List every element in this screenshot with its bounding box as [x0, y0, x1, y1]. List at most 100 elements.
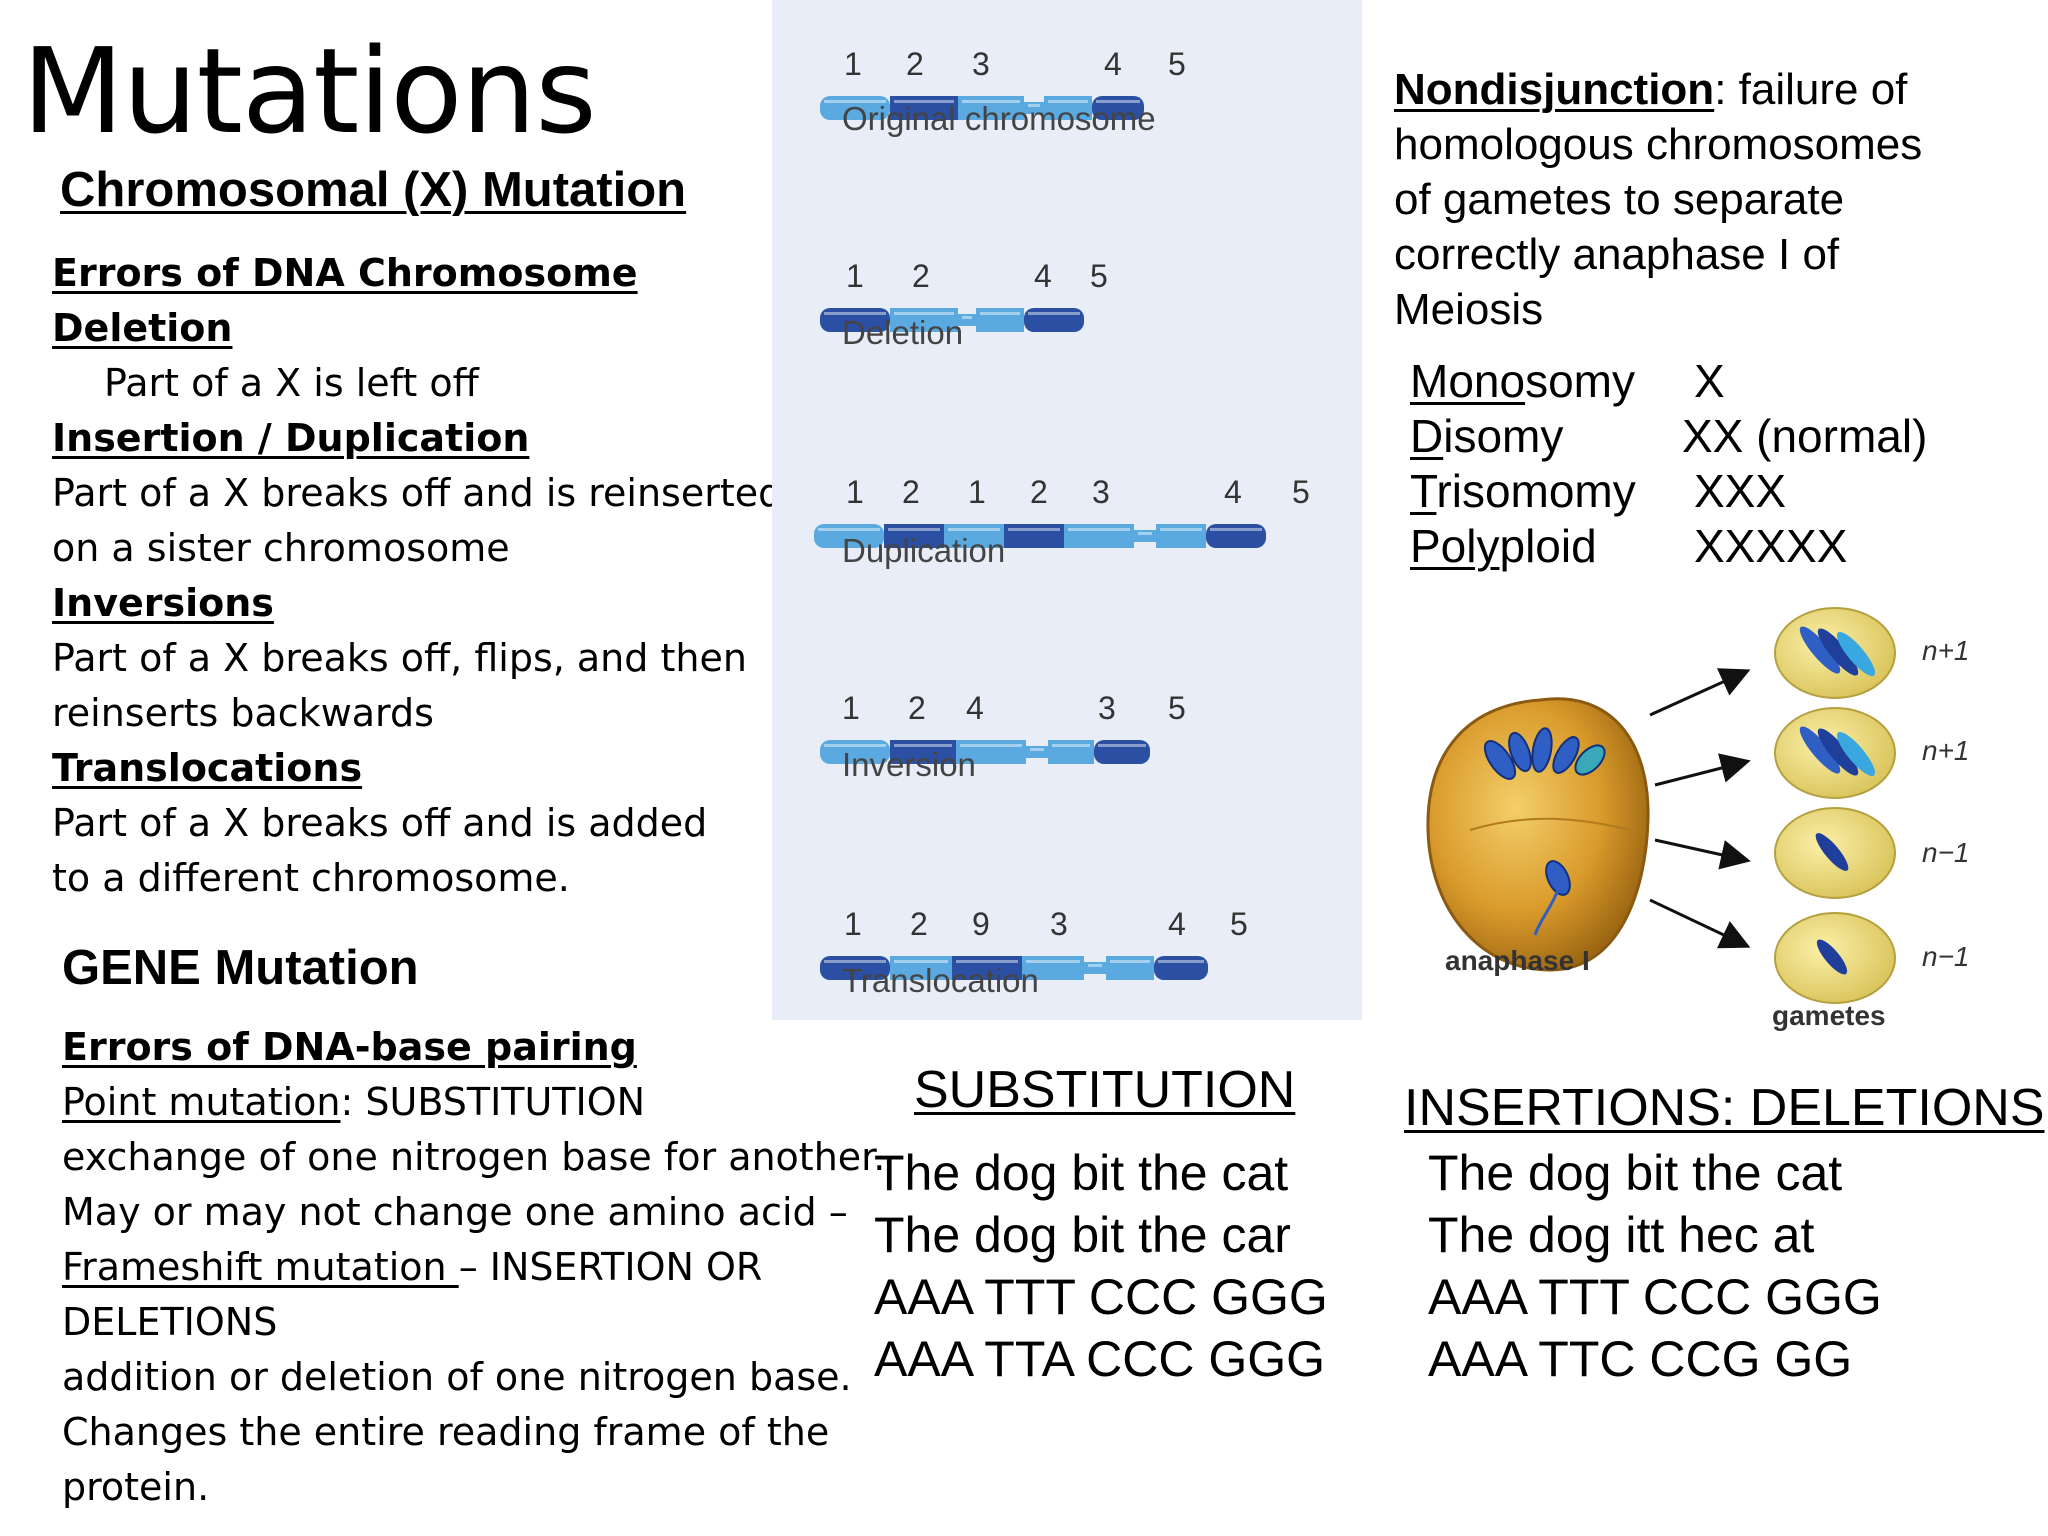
frameshift-rest: – INSERTION OR: [458, 1245, 763, 1289]
translocation-band-number: 3: [1050, 906, 1068, 942]
gene-errors-heading: Errors of DNA-base pairing: [62, 1025, 637, 1069]
chromosomal-subheading: Translocations: [52, 746, 363, 790]
translocation-chromosome-bar: [820, 956, 1208, 980]
segment-highlight: [1008, 528, 1060, 531]
original-band-number: 2: [906, 46, 924, 82]
original-band-number: 3: [972, 46, 990, 82]
translocation-band-number: 2: [910, 906, 928, 942]
chromosome-segment: [1094, 740, 1150, 764]
nondisjunction-line: correctly anaphase I of: [1394, 230, 1840, 279]
substitution-line: AAA TTT CCC GGG: [874, 1269, 1328, 1325]
division-arrows: [1649, 668, 1751, 949]
substitution-lines: The dog bit the cat The dog bit the car …: [874, 1142, 1328, 1390]
chromosome-segment: [814, 524, 884, 548]
chromosomal-line: reinserts backwards: [52, 691, 434, 735]
segment-highlight: [962, 100, 1020, 103]
ploidy-suffix: somy: [1525, 355, 1635, 407]
segment-highlight: [956, 960, 1018, 963]
segment-highlight: [894, 744, 952, 747]
gene-line-5: DELETIONS: [62, 1300, 278, 1344]
segment-highlight: [1048, 100, 1088, 103]
chromosomal-subheading: Inversions: [52, 581, 274, 625]
original-chromosome-bar: [820, 96, 1144, 120]
segment-highlight: [1210, 528, 1262, 531]
nondisjunction-line: homologous chromosomes: [1394, 120, 1923, 169]
segment-highlight: [824, 744, 886, 747]
chromosome-segment: [1084, 962, 1106, 974]
chromosome-segment: [958, 314, 976, 326]
deletion-label: Deletion: [842, 314, 964, 351]
ploidy-prefix: Mono: [1410, 355, 1526, 407]
gametes-label: gametes: [1772, 1000, 1886, 1031]
segment-highlight: [1110, 960, 1150, 963]
segment-highlight: [1052, 744, 1090, 747]
meiosis-nondisjunction-illustration: anaphase I n+1 n+1 n−1 n−1 gametes: [1426, 607, 1970, 1031]
point-mutation-term: Point mutation: [62, 1080, 341, 1124]
ploidy-prefix: D: [1410, 410, 1444, 462]
gamete-2: [1774, 707, 1896, 799]
gamete-label-2: n+1: [1922, 735, 1970, 766]
nondisjunction-term: Nondisjunction: [1394, 65, 1715, 114]
segment-highlight: [1088, 964, 1102, 967]
point-mutation-rest: : SUBSTITUTION: [340, 1080, 646, 1124]
chromosome-segment: [1048, 740, 1094, 764]
translocation-band-number: 1: [844, 906, 862, 942]
chromosome-segment: [1106, 956, 1154, 980]
chromosome-segment: [890, 740, 956, 764]
insertions-line: AAA TTT CCC GGG: [1428, 1269, 1882, 1325]
original-band-number: 5: [1168, 46, 1186, 82]
ploidy-value: XXX: [1694, 465, 1787, 517]
deletion-band-number: 1: [846, 258, 864, 294]
gene-line-7: Changes the entire reading frame of the: [62, 1410, 830, 1454]
segment-highlight: [824, 312, 886, 315]
segment-highlight: [894, 312, 954, 315]
gene-heading: GENE Mutation: [62, 941, 419, 995]
nondisjunction-definition: Nondisjunction: failure of homologous ch…: [1394, 62, 1922, 337]
chromosome-segment: [1022, 956, 1084, 980]
frameshift-term: Frameshift mutation: [62, 1245, 459, 1289]
chromosomal-line: to a different chromosome.: [52, 856, 570, 900]
insertions-line: The dog bit the cat: [1428, 1145, 1843, 1201]
gamete-3: [1774, 807, 1896, 899]
chromosomal-subheading: Insertion / Duplication: [52, 416, 530, 460]
segment-highlight: [1098, 744, 1146, 747]
insertions-line: The dog itt hec at: [1428, 1207, 1815, 1263]
segment-highlight: [1028, 312, 1080, 315]
chromosome-segment: [1026, 746, 1048, 758]
chromosome-segment: [820, 740, 890, 764]
duplication-band-number: 5: [1292, 474, 1310, 510]
chromosome-segment: [944, 524, 1004, 548]
gene-text: Errors of DNA-base pairing Point mutatio…: [62, 1020, 885, 1515]
nondisjunction-def-first: : failure of: [1714, 65, 1908, 114]
chromosome-segment: [956, 740, 1026, 764]
inversion-band-number: 1: [842, 690, 860, 726]
original-band-number: 4: [1104, 46, 1122, 82]
gamete-1: [1774, 607, 1896, 699]
duplication-band-number: 2: [1030, 474, 1048, 510]
segment-highlight: [960, 744, 1022, 747]
chromosomal-subheading: Deletion: [52, 306, 233, 350]
segment-highlight: [1028, 104, 1040, 107]
chromosome-segment: [1206, 524, 1266, 548]
gamete-label-1: n+1: [1922, 635, 1970, 666]
segment-highlight: [962, 316, 972, 319]
chromosome-segment: [1004, 524, 1064, 548]
translocation-label: Translocation: [842, 962, 1039, 999]
inversion-chromosome-bar: [820, 740, 1150, 764]
ploidy-prefix: Poly: [1410, 520, 1500, 572]
gene-line-2: exchange of one nitrogen base for anothe…: [62, 1135, 886, 1179]
gene-line-1: Point mutation: SUBSTITUTION: [62, 1075, 885, 1130]
substitution-line: The dog bit the cat: [874, 1145, 1289, 1201]
chromosome-segment: [820, 96, 890, 120]
ploidy-suffix: ploid: [1499, 520, 1597, 572]
nondisjunction-line: Meiosis: [1394, 285, 1544, 334]
inversion-band-number: 2: [908, 690, 926, 726]
ploidy-row: Polyploid XXXXX: [1410, 519, 1927, 574]
duplication-label: Duplication: [842, 532, 1006, 569]
chromosome-segment: [820, 956, 890, 980]
segment-highlight: [894, 100, 954, 103]
ploidy-value: XXXXX: [1694, 520, 1848, 572]
